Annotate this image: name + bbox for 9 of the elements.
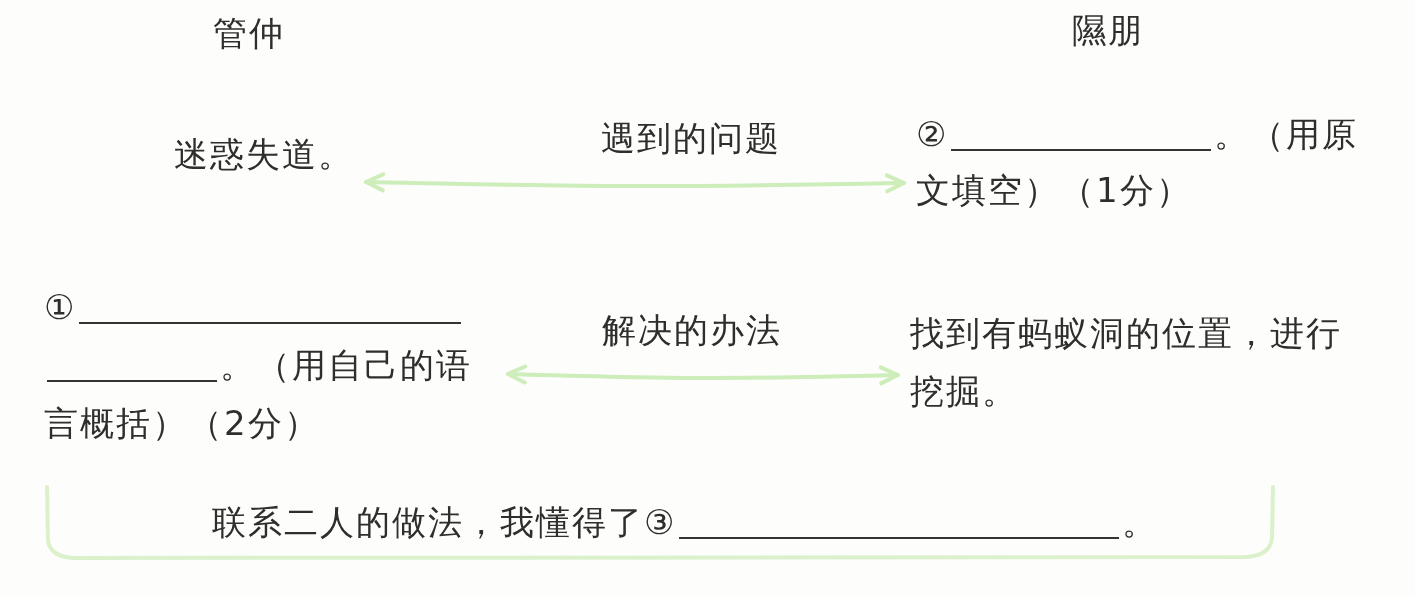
- question-text: ① 。（用自己的语言概括）（2分）: [44, 278, 496, 452]
- answer-text: 找到有蚂蚁洞的位置，进行挖掘。: [910, 304, 1356, 420]
- column-heading: 隰朋: [1072, 9, 1144, 51]
- double-arrow: [364, 172, 906, 194]
- column-heading: 管仲: [213, 12, 285, 54]
- question-text: ② 。（用原文填空）（1分）: [916, 106, 1378, 218]
- double-arrow: [506, 364, 900, 386]
- sentence-text: 联系二人的做法，我懂得了③ 。: [212, 502, 1159, 542]
- answer-text: 迷惑失道。: [174, 122, 354, 186]
